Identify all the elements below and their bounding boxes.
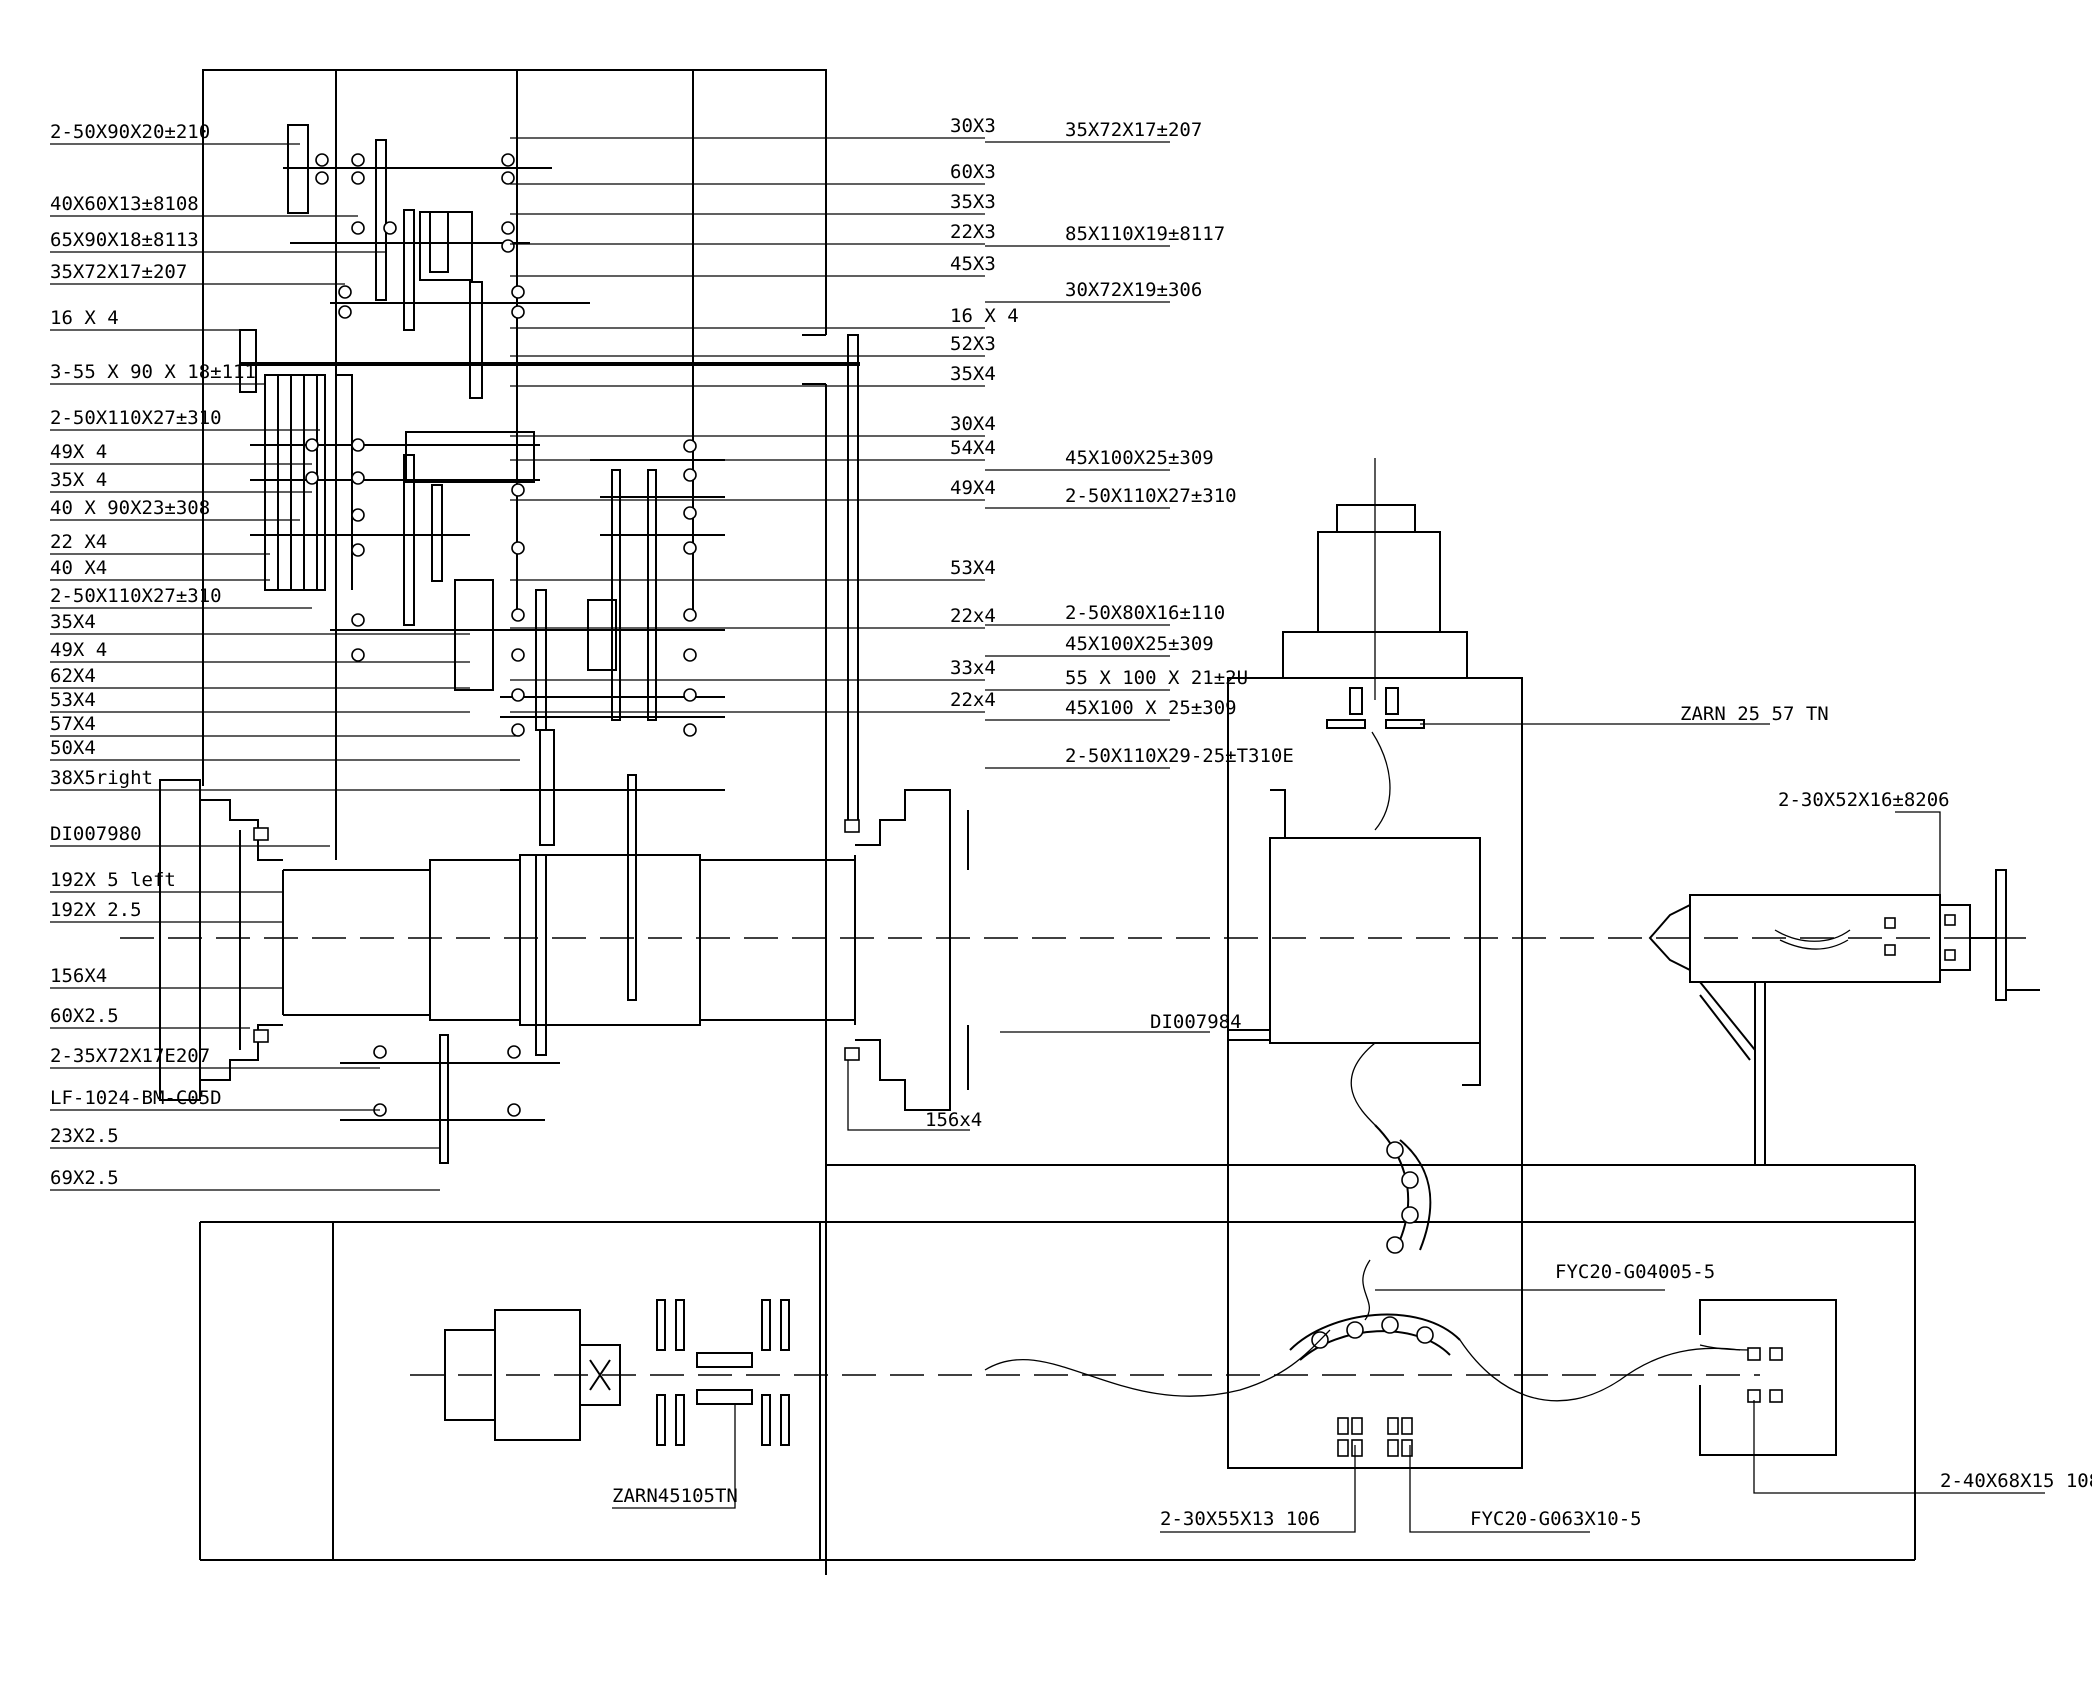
label-gear-9: 54X4 <box>950 437 996 459</box>
label-left-0: 2-50X90X20±210 <box>50 121 210 143</box>
label-left-8: 35X 4 <box>50 469 107 491</box>
label-left-23: 156X4 <box>50 965 107 987</box>
label-tailstock-bearing: 2-30X52X16±8206 <box>1778 789 1950 811</box>
label-gear-12: 22x4 <box>950 605 996 627</box>
label-gear-14: 22x4 <box>950 689 996 711</box>
label-left-19: 38X5right <box>50 767 153 789</box>
gears <box>239 124 859 1164</box>
label-right-1: 85X110X19±8117 <box>1065 223 1225 245</box>
leader-lines <box>50 137 1170 1191</box>
label-left-21: 192X 5 left <box>50 869 176 891</box>
label-right-0: 35X72X17±207 <box>1065 119 1202 141</box>
single-leader-lines <box>612 723 2045 1533</box>
label-gear-0: 30X3 <box>950 115 996 137</box>
label-left-10: 22 X4 <box>50 531 107 553</box>
label-gear-3: 22X3 <box>950 221 996 243</box>
label-left-28: 69X2.5 <box>50 1167 119 1189</box>
headstock-frame <box>202 69 827 1575</box>
label-left-18: 50X4 <box>50 737 96 759</box>
labels: 2-50X90X20±210 40X60X13±8108 65X90X18±8113… <box>50 115 1294 1189</box>
label-gear-8: 30X4 <box>950 413 996 435</box>
label-left-11: 40 X4 <box>50 557 107 579</box>
bed-frame <box>199 1164 1916 1561</box>
label-left-16: 53X4 <box>50 689 96 711</box>
label-end-bearing: 2-40X68X15 108 <box>1940 1470 2092 1492</box>
carriage <box>1227 504 1523 1469</box>
label-gear-11: 53X4 <box>950 557 996 579</box>
label-gear-2: 35X3 <box>950 191 996 213</box>
label-left-27: 23X2.5 <box>50 1125 119 1147</box>
carriage-bearings <box>1337 1417 1413 1457</box>
label-left-14: 49X 4 <box>50 639 107 661</box>
label-bottom-gear: 156x4 <box>925 1109 982 1131</box>
label-gear-6: 52X3 <box>950 333 996 355</box>
label-screw-lower: FYC20-G063X10-5 <box>1470 1508 1642 1530</box>
label-right-3: 45X100X25±309 <box>1065 447 1214 469</box>
end-bearing-housing <box>1699 1299 1837 1456</box>
label-tool-post-bearing: ZARN 25 57 TN <box>1680 703 1829 725</box>
label-gear-4: 45X3 <box>950 253 996 275</box>
label-left-13: 35X4 <box>50 611 96 633</box>
tailstock <box>1648 869 2040 1165</box>
label-left-4: 16 X 4 <box>50 307 119 329</box>
label-motor-bearing: ZARN45105TN <box>612 1485 738 1507</box>
label-gear-13: 33x4 <box>950 657 996 679</box>
label-left-9: 40 X 90X23±308 <box>50 497 210 519</box>
label-left-17: 57X4 <box>50 713 96 735</box>
label-right-7: 55 X 100 X 21±2U <box>1065 667 1248 689</box>
label-screw-upper: FYC20-G04005-5 <box>1555 1261 1715 1283</box>
label-gear-10: 49X4 <box>950 477 996 499</box>
label-left-25: 2-35X72X17E207 <box>50 1045 210 1067</box>
label-left-12: 2-50X110X27±310 <box>50 585 222 607</box>
label-gear-5: 16 X 4 <box>950 305 1019 327</box>
shafts <box>240 167 860 1121</box>
spindle <box>159 779 969 1111</box>
label-right-8: 45X100 X 25±309 <box>1065 697 1237 719</box>
label-left-20: DI007980 <box>50 823 142 845</box>
label-left-5: 3-55 X 90 X 18±111 <box>50 361 256 383</box>
label-right-9: 2-50X110X29-25±T310E <box>1065 745 1294 767</box>
label-left-15: 62X4 <box>50 665 96 687</box>
label-gear-7: 35X4 <box>950 363 996 385</box>
ball-screw <box>984 1124 1761 1402</box>
bearings <box>305 153 697 1117</box>
center-lines <box>120 458 2040 1376</box>
label-left-6: 2-50X110X27±310 <box>50 407 222 429</box>
label-spindle-bearing: DI007984 <box>1150 1011 1242 1033</box>
label-left-7: 49X 4 <box>50 441 107 463</box>
label-left-3: 35X72X17±207 <box>50 261 187 283</box>
label-bearing-pair: 2-30X55X13 106 <box>1160 1508 1320 1530</box>
label-left-26: LF-1024-BM-C05D <box>50 1087 222 1109</box>
label-left-2: 65X90X18±8113 <box>50 229 199 251</box>
label-left-1: 40X60X13±8108 <box>50 193 199 215</box>
label-right-6: 45X100X25±309 <box>1065 633 1214 655</box>
motor <box>444 1299 790 1446</box>
label-right-5: 2-50X80X16±110 <box>1065 602 1225 624</box>
label-gear-1: 60X3 <box>950 161 996 183</box>
label-left-22: 192X 2.5 <box>50 899 142 921</box>
label-right-4: 2-50X110X27±310 <box>1065 485 1237 507</box>
label-left-24: 60X2.5 <box>50 1005 119 1027</box>
label-right-2: 30X72X19±306 <box>1065 279 1202 301</box>
